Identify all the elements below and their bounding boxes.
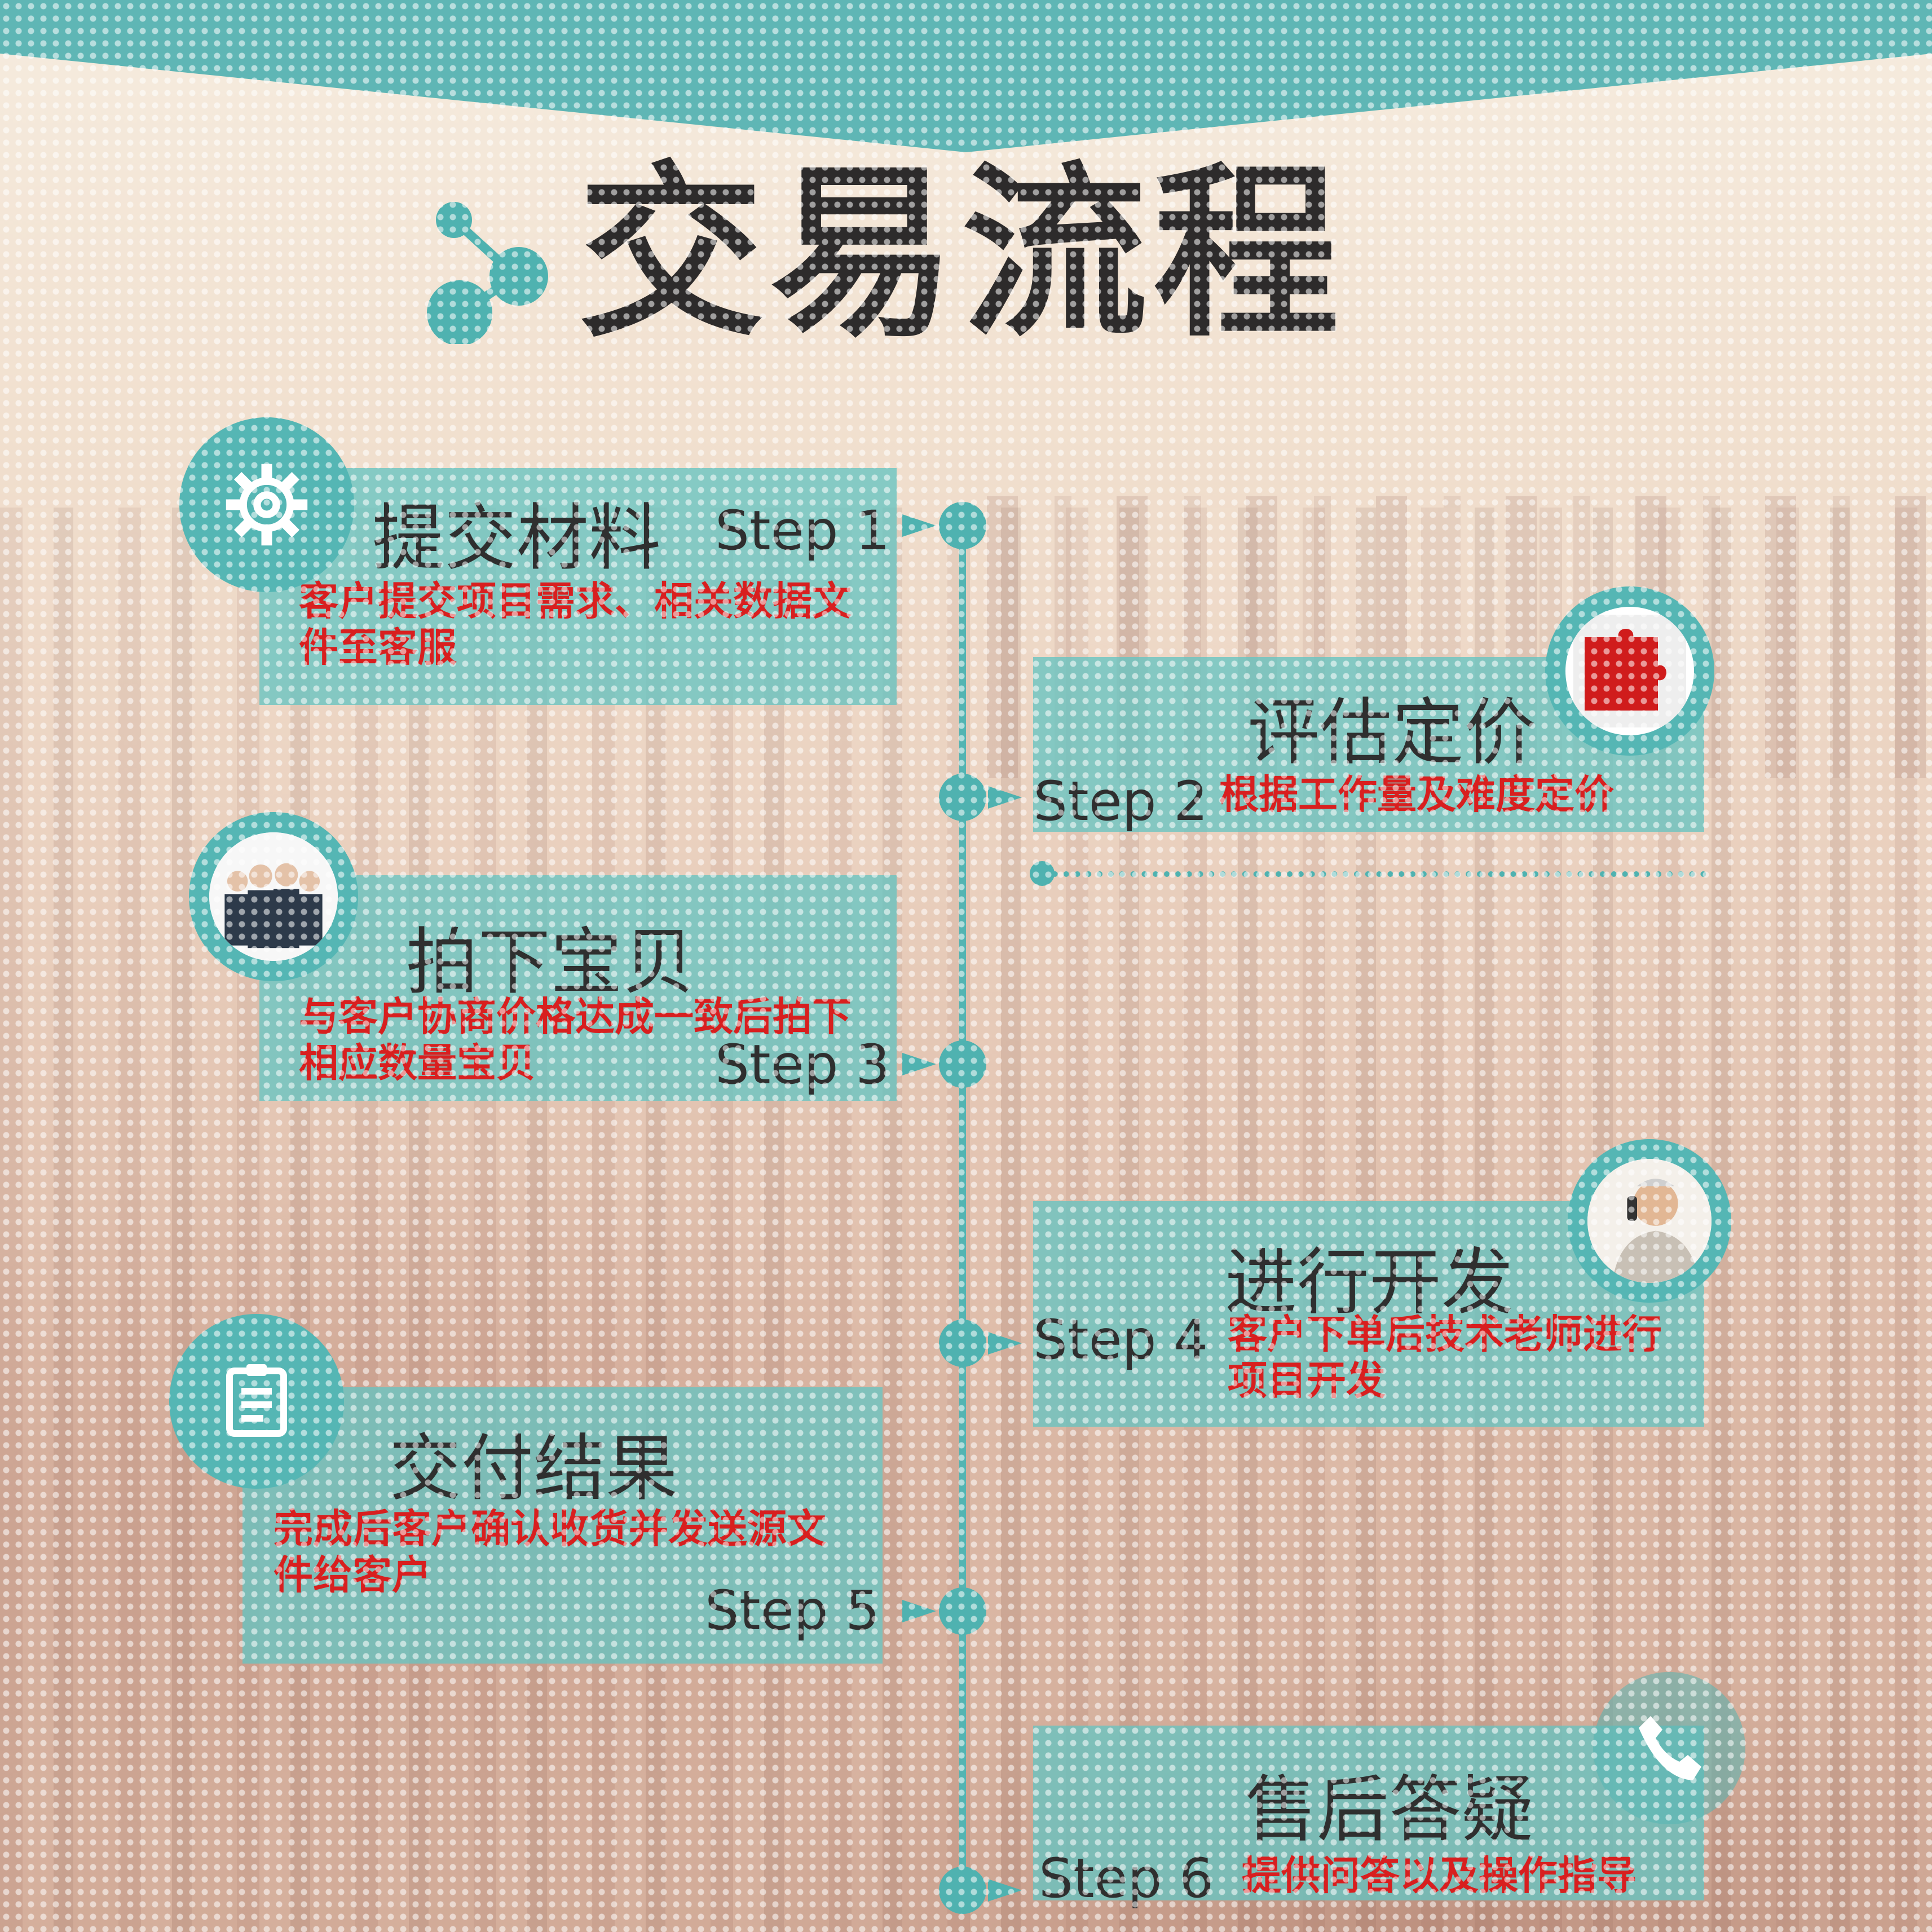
timeline-line	[959, 524, 966, 1912]
title-block: 交易流程	[420, 152, 1379, 355]
step-1-title: 提交材料	[372, 496, 661, 580]
step-1-label: Step 1	[715, 499, 890, 562]
share-nodes-icon	[427, 202, 548, 344]
step-1-pointer	[902, 514, 936, 537]
gear-icon	[226, 464, 308, 546]
step-4-label: Step 4	[1033, 1308, 1208, 1371]
step-5-badge	[169, 1314, 344, 1489]
step-6-label: Step 6	[1039, 1847, 1214, 1910]
step-2-node	[939, 774, 986, 821]
step-4-badge	[1568, 1139, 1731, 1303]
step-6-node	[939, 1867, 986, 1914]
step-6-badge	[1593, 1672, 1745, 1824]
step-6-title: 售后答疑	[1245, 1768, 1534, 1852]
step-3-badge	[189, 812, 358, 981]
step-1-node	[939, 502, 986, 549]
team-photo-icon	[209, 832, 338, 961]
step-3-label: Step 3	[715, 1033, 890, 1096]
person-phone-photo-icon	[1587, 1158, 1712, 1283]
step-divider	[1041, 871, 1706, 877]
step-2-desc: 根据工作量及难度定价	[1219, 771, 1614, 818]
step-2-title: 评估定价	[1247, 691, 1537, 775]
document-icon	[226, 1364, 287, 1437]
step-6-pointer	[988, 1879, 1022, 1902]
step-3-title: 拍下宝贝	[406, 920, 695, 1004]
step-5-label: Step 5	[705, 1579, 880, 1642]
divider-dot	[1030, 861, 1055, 886]
page-title: 交易流程	[578, 145, 1345, 362]
step-5-node	[939, 1587, 986, 1635]
step-2-badge	[1545, 586, 1714, 756]
puzzle-icon	[1573, 615, 1686, 727]
step-5-title: 交付结果	[389, 1427, 678, 1511]
step-1-badge	[179, 417, 354, 592]
step-1-desc: 客户提交项目需求、相关数据文件至客服	[299, 578, 852, 671]
step-6-desc: 提供问答以及操作指导	[1242, 1852, 1637, 1899]
top-banner	[0, 0, 1932, 152]
step-4-desc: 客户下单后技术老师进行项目开发	[1228, 1311, 1662, 1404]
step-3-pointer	[902, 1053, 936, 1075]
step-2-pointer	[988, 786, 1022, 809]
phone-icon	[1639, 1716, 1701, 1780]
step-4-pointer	[988, 1332, 1022, 1355]
step-5-pointer	[902, 1600, 936, 1622]
step-1-card: 提交材料 Step 1 客户提交项目需求、相关数据文件至客服	[259, 468, 897, 705]
step-4-node	[939, 1320, 986, 1367]
step-3-node	[939, 1040, 986, 1088]
step-2-label: Step 2	[1033, 770, 1208, 833]
